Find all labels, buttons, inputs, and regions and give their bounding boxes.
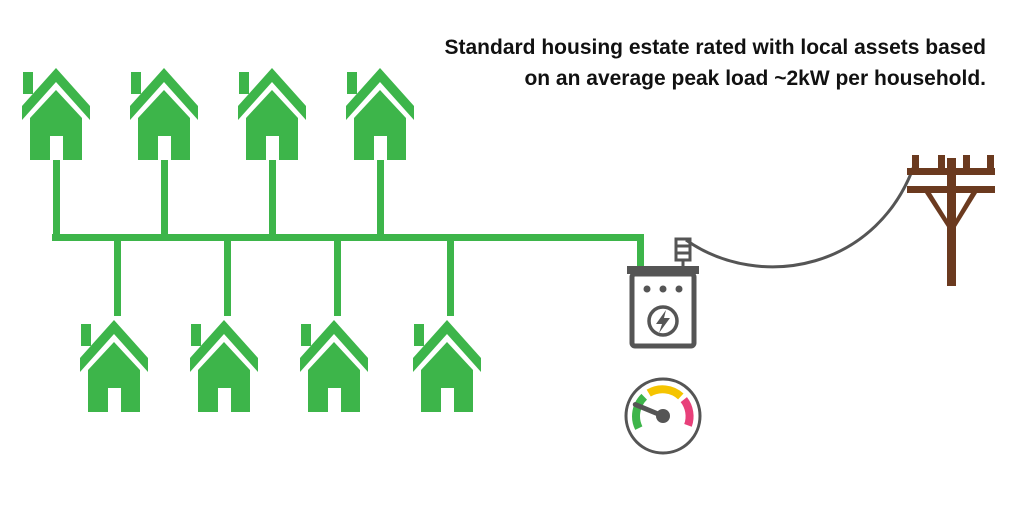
houses-bottom-row	[80, 320, 481, 412]
house-icon	[238, 68, 306, 160]
house-icon	[190, 320, 258, 412]
caption: Standard housing estate rated with local…	[286, 32, 987, 94]
branch-wire-bottom	[334, 238, 341, 316]
house-icon	[130, 68, 198, 160]
branch-wire-top	[269, 158, 276, 238]
distribution-wires	[52, 158, 644, 316]
overhead-power-line	[685, 159, 918, 269]
branch-wire-bottom	[447, 238, 454, 316]
branch-wire-top	[53, 158, 60, 238]
main-bus-wire	[52, 234, 644, 241]
load-gauge-icon	[624, 377, 702, 455]
house-icon	[80, 320, 148, 412]
transformer-icon	[627, 236, 699, 349]
caption-line-1: Standard housing estate rated with local…	[444, 36, 987, 59]
branch-wire-bottom	[114, 238, 121, 316]
caption-line-2: on an average peak load ~2kW per househo…	[524, 67, 986, 90]
branch-wire-bottom	[224, 238, 231, 316]
lightning-bolt-icon	[647, 305, 679, 337]
houses-top-row	[22, 68, 414, 160]
branch-wire-top	[377, 158, 384, 238]
house-icon	[413, 320, 481, 412]
branch-wire-top	[161, 158, 168, 238]
house-icon	[22, 68, 90, 160]
house-icon	[346, 68, 414, 160]
house-icon	[300, 320, 368, 412]
utility-pole-icon	[907, 155, 995, 286]
